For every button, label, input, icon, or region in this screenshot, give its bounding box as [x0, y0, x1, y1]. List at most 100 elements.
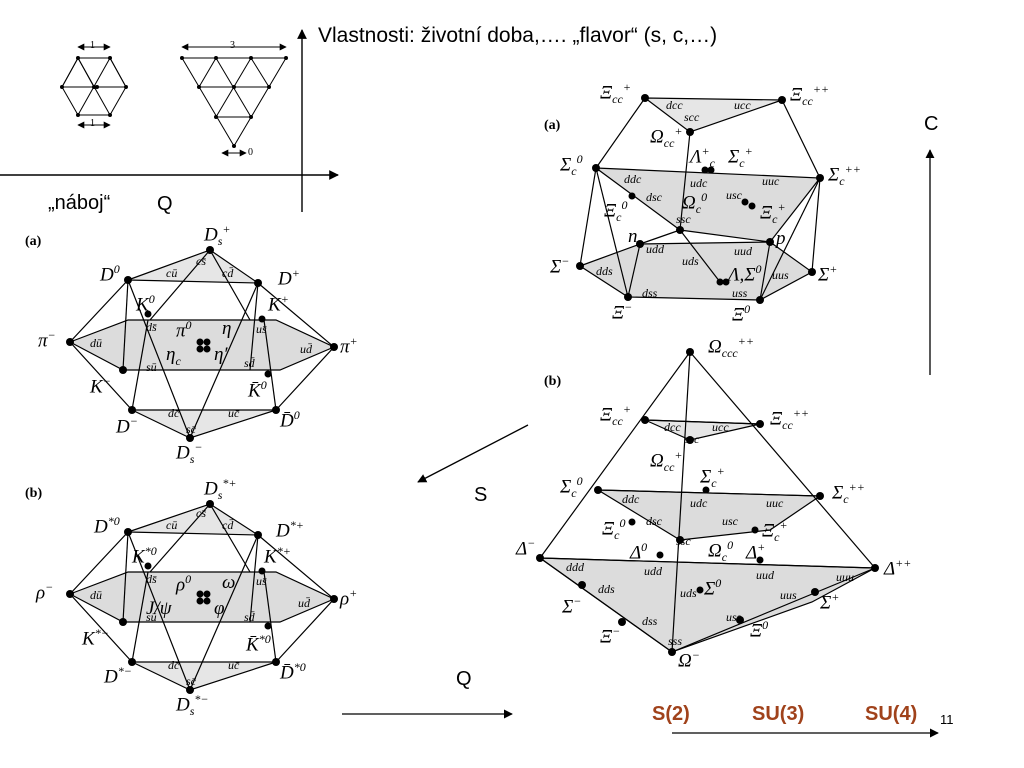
- baryon-a-lambda-c: Λ+c: [690, 144, 715, 171]
- meson-b-phi: φ: [214, 598, 225, 619]
- baryon-a-sigma-c0: Σc0: [560, 152, 583, 179]
- baryon-b-xi-c0: Ξc0: [602, 516, 626, 543]
- baryon-b-usc: usc: [722, 514, 738, 528]
- meson-b-uc: uc̄: [228, 658, 240, 672]
- baryon-a-xi-minus: Ξ−: [612, 300, 633, 324]
- meson-a-sc: sc̄: [186, 422, 196, 436]
- meson-a-k-plus: K+: [268, 292, 289, 316]
- c-label: C: [924, 113, 939, 135]
- baryon-b-dsc: dsc: [646, 514, 662, 528]
- su4-label: SU(4): [865, 703, 918, 725]
- meson-a-sd: sd̄: [244, 356, 255, 370]
- meson-b-ds: ds̄: [146, 572, 157, 586]
- meson-a-ds-minus: Ds−: [176, 440, 203, 467]
- meson-b-d-star0-bar: D̄*0: [280, 660, 306, 684]
- baryon-a-neutron: n: [628, 226, 638, 247]
- baryon-b-sigma0: Σ0: [704, 576, 722, 600]
- baryon-a-uds: uds: [682, 254, 699, 268]
- meson-a-d0: D0: [100, 262, 120, 286]
- baryon-b-delta-plusplus: Δ++: [884, 556, 912, 580]
- meson-a-k0: K0: [136, 292, 155, 316]
- baryon-a-xi0: Ξ0: [732, 302, 751, 326]
- meson-b-d-star0: D*0: [94, 514, 120, 538]
- baryon-a-udc: udc: [690, 176, 708, 190]
- baryon-b-udd: udd: [644, 564, 662, 578]
- q-label-top: Q: [157, 193, 173, 215]
- meson-a-d0-bar: D̄0: [280, 408, 300, 432]
- meson-b-ud: ud̄: [298, 596, 310, 610]
- baryon-a-uss: uss: [732, 286, 748, 300]
- meson-b-us: us̄: [256, 574, 267, 588]
- baryon-a-proton: p: [776, 228, 786, 249]
- meson-b-d-star-plus: D*+: [276, 518, 304, 542]
- baryon-a-omega-c0: Ωc0: [682, 190, 708, 217]
- baryon-a-dcc: dcc: [666, 98, 683, 112]
- meson-b-k-star-minus: K*−: [82, 626, 109, 650]
- baryon-a-sigma-c-plus: Σc+: [728, 144, 753, 171]
- baryon-b-dds: dds: [598, 582, 615, 596]
- baryon-b-dcc: dcc: [664, 420, 681, 434]
- baryon-b-tag: (b): [544, 374, 562, 389]
- baryon-a-sigma-plus: Σ+: [818, 262, 838, 286]
- baryon-b-uuu: uuu: [836, 570, 854, 584]
- baryon-a-udd: udd: [646, 242, 664, 256]
- charge-label: „náboj“: [48, 192, 111, 214]
- meson-b-dc: dc̄: [168, 658, 180, 672]
- meson-a-d-plus: D+: [278, 266, 300, 290]
- baryon-b-omega-c0: Ωc0: [708, 538, 734, 565]
- baryon-b-uss: uss: [726, 610, 742, 624]
- meson-a-dc: dc̄: [168, 406, 180, 420]
- baryon-a-dsc: dsc: [646, 190, 662, 204]
- small-hexagon-dots: [60, 56, 128, 117]
- baryon-b-omega-minus: Ω−: [678, 648, 700, 672]
- meson-a-tag: (a): [25, 234, 42, 249]
- meson-a-diagram: [66, 246, 338, 442]
- meson-a-ds: ds̄: [146, 320, 157, 334]
- meson-b-k-star0-bar: K̄*0: [246, 632, 271, 656]
- baryon-a-xi-c0: Ξc0: [604, 198, 628, 225]
- meson-b-cs: cs̄: [196, 506, 206, 520]
- meson-b-sd: sd̄: [244, 610, 255, 624]
- baryon-b-xicc-plusplus: Ξcc++: [770, 406, 810, 433]
- meson-b-k-star0: K*0: [132, 544, 157, 568]
- meson-b-rho0: ρ0: [176, 572, 192, 596]
- baryon-b-diagram: [536, 348, 879, 656]
- meson-b-su: sū: [146, 610, 157, 624]
- baryon-b-udc: udc: [690, 496, 708, 510]
- baryon-a-scc: scc: [684, 110, 700, 124]
- baryon-b-omega-cc: Ωcc+: [650, 448, 683, 475]
- baryon-b-uus: uus: [780, 588, 797, 602]
- baryon-b-xicc-plus: Ξcc+: [600, 402, 631, 429]
- meson-b-du: dū: [90, 588, 102, 602]
- meson-b-ds-star-plus: Ds*+: [204, 476, 237, 503]
- meson-a-cd: cd̄: [222, 266, 234, 280]
- baryon-b-sigma-minus: Σ−: [562, 594, 582, 618]
- meson-b-tag: (b): [25, 486, 43, 501]
- meson-a-eta-c: ηc: [166, 344, 181, 368]
- meson-a-ds-plus: Ds+: [204, 222, 231, 249]
- meson-b-sc: sc̄: [186, 674, 196, 688]
- baryon-b-xi0: Ξ0: [750, 618, 769, 642]
- baryon-b-xi-c-plus: Ξc+: [762, 518, 788, 545]
- meson-b-rho-minus: ρ−: [36, 580, 54, 604]
- baryon-a-xicc-plusplus: Ξcc++: [790, 82, 830, 109]
- baryon-b-sigma-c-plusplus: Σc++: [832, 480, 865, 507]
- baryon-b-dss: dss: [642, 614, 658, 628]
- baryon-a-xicc-plus: Ξcc+: [600, 80, 631, 107]
- page-number: 11: [940, 712, 954, 727]
- baryon-b-ddd: ddd: [566, 560, 584, 574]
- slide-title: Vlastnosti: životní doba,…. „flavor“ (s,…: [318, 24, 718, 47]
- meson-a-pi-plus: π+: [340, 334, 358, 358]
- meson-a-eta: η: [222, 318, 232, 339]
- s-arrow: [417, 424, 529, 483]
- baryon-a-dss: dss: [642, 286, 658, 300]
- baryon-b-ddc: ddc: [622, 492, 640, 506]
- baryon-b-delta-plus: Δ+: [746, 540, 766, 564]
- small-triangle: [181, 43, 287, 157]
- baryon-b-delta0: Δ0: [630, 540, 648, 564]
- meson-a-eta-prime: η′: [214, 344, 228, 365]
- meson-b-d-star-minus: D*−: [104, 664, 132, 688]
- baryon-a-sigma-minus: Σ−: [550, 254, 570, 278]
- tri-width: 3: [230, 40, 235, 51]
